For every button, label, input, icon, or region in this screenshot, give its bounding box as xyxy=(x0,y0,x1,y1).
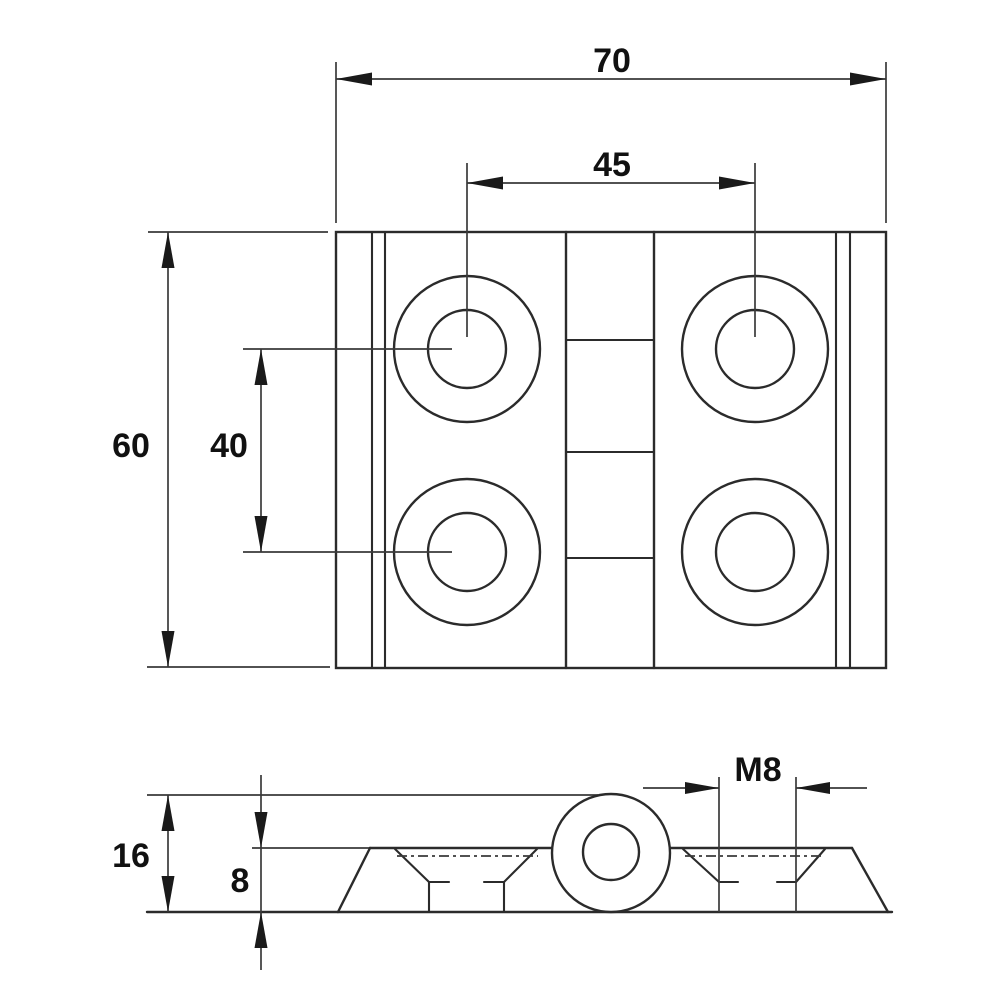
hole-top-right xyxy=(680,274,830,424)
arrow-down-icon xyxy=(161,631,175,667)
dim-label-16: 16 xyxy=(112,837,150,875)
pin-hole-circle xyxy=(581,822,641,882)
top-view-dimensions: 70 45 60 40 xyxy=(112,42,887,668)
arrow-right-icon xyxy=(685,782,719,794)
left-countersink-slant-right xyxy=(502,847,539,884)
hole-hatched-circle xyxy=(714,511,796,593)
left-leaf-end-chamfer xyxy=(336,846,372,914)
dim-thickness: 16 xyxy=(112,795,175,912)
side-view-dimensions: 16 8 M8 xyxy=(112,751,867,970)
arrow-down-icon xyxy=(161,876,175,912)
arrow-down-icon xyxy=(254,516,268,552)
side-view xyxy=(145,792,894,914)
dim-label-70: 70 xyxy=(593,42,631,80)
dim-hole-spacing-horizontal: 45 xyxy=(466,146,756,337)
dim-label-45: 45 xyxy=(593,146,631,184)
counterbore-circle xyxy=(680,477,830,627)
dim-leaf-thickness: 8 xyxy=(231,775,268,970)
arrow-up-icon xyxy=(161,795,175,831)
right-countersink-slant-right xyxy=(794,847,827,884)
dim-label-40: 40 xyxy=(210,427,248,465)
dim-label-8: 8 xyxy=(231,862,250,900)
hole-bottom-right xyxy=(680,477,830,627)
arrow-left-icon xyxy=(336,72,372,86)
right-leaf-end-chamfer xyxy=(850,846,890,914)
dim-thread: M8 xyxy=(643,751,867,912)
arrow-left-icon xyxy=(796,782,830,794)
dim-hole-spacing-vertical: 40 xyxy=(210,348,452,553)
arrow-right-icon xyxy=(850,72,886,86)
hole-bottom-left xyxy=(392,477,542,627)
arrow-up-icon xyxy=(254,912,268,948)
dim-overall-height: 60 xyxy=(112,231,330,668)
dim-label-m8: M8 xyxy=(734,751,781,789)
arrow-up-icon xyxy=(161,232,175,268)
left-countersink-slant-left xyxy=(393,847,431,884)
dim-label-60: 60 xyxy=(112,427,150,465)
arrow-down-icon xyxy=(254,812,268,848)
arrow-up-icon xyxy=(254,349,268,385)
dim-overall-width: 70 xyxy=(335,42,887,223)
arrow-left-icon xyxy=(467,176,503,190)
top-view xyxy=(334,230,888,670)
right-countersink-slant-left xyxy=(681,847,721,884)
hinge-plate-outline xyxy=(334,230,888,670)
arrow-right-icon xyxy=(719,176,755,190)
